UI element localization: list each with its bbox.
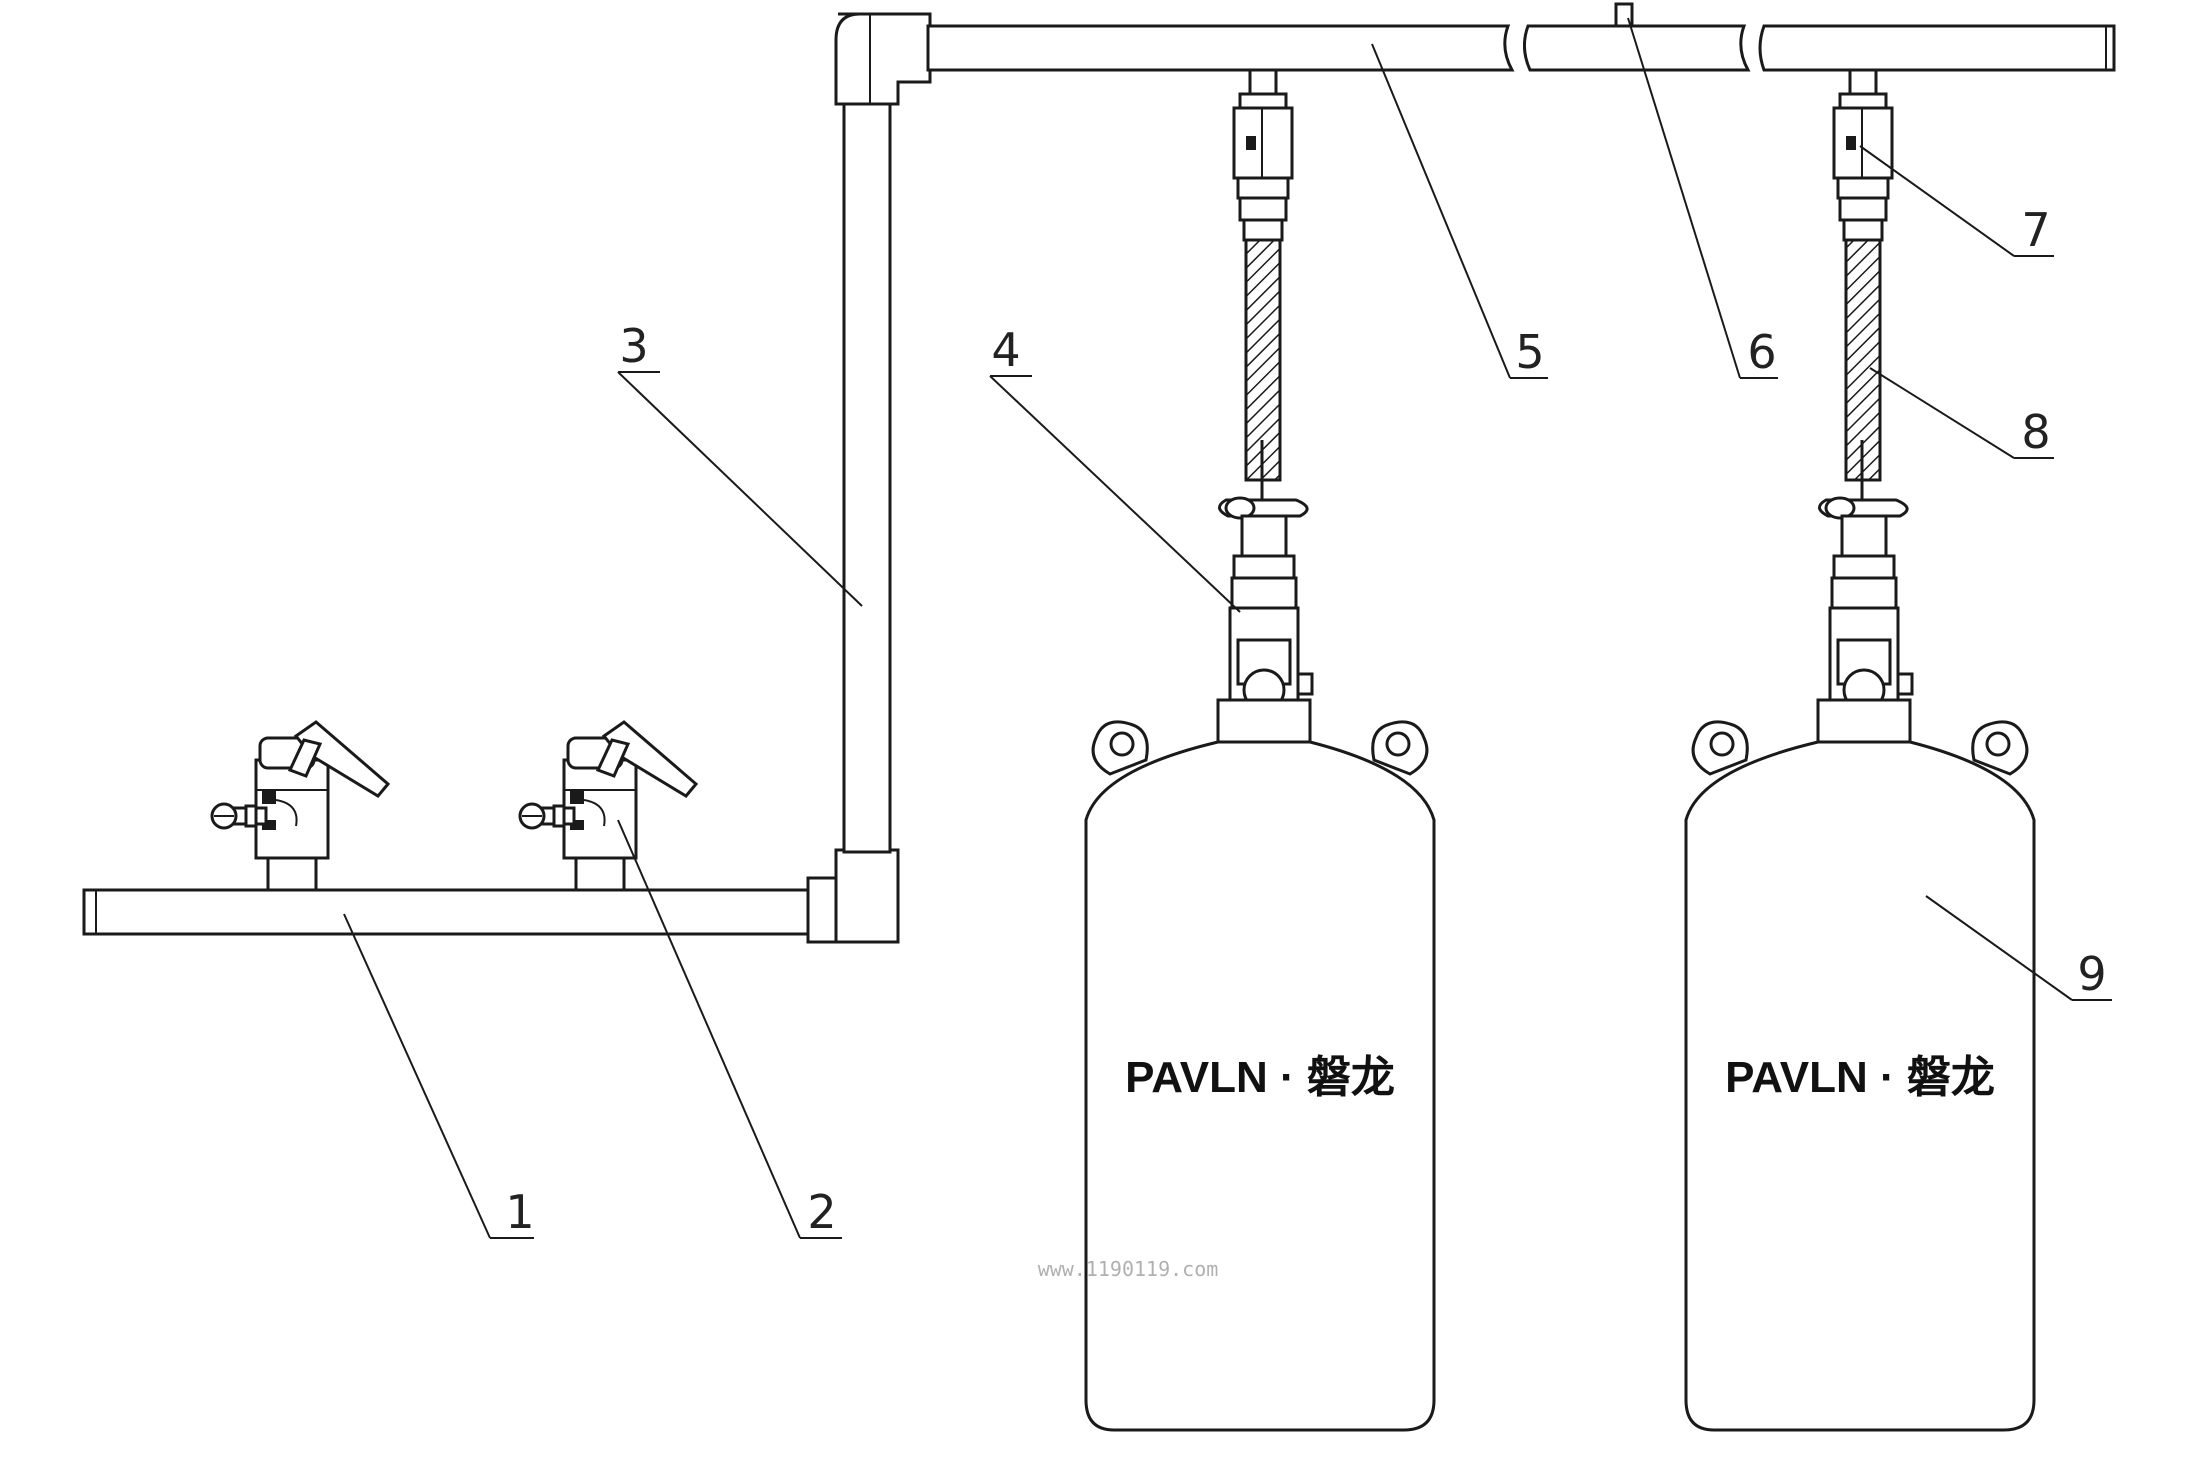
label-4: 4 [991, 323, 1020, 377]
label-5: 5 [1515, 325, 1544, 379]
leader-lines [343, 17, 2112, 1239]
upper-manifold-pipe [926, 24, 2116, 72]
cylinder-brand-label: PAVLN · 磐龙 [1125, 1053, 1395, 1102]
cylinder-brand-label: PAVLN · 磐龙 [1725, 1053, 1995, 1102]
label-9: 9 [2077, 947, 2106, 1001]
cylinder-assembly-right: PAVLN · 磐龙 [1684, 68, 2036, 1432]
part-number-labels: 1 2 3 4 5 6 7 8 9 [505, 203, 2106, 1239]
label-3: 3 [619, 319, 648, 373]
lower-horizontal-pipe [82, 888, 816, 936]
label-8: 8 [2021, 405, 2050, 459]
watermark-text: www.1190119.com [1038, 1257, 1219, 1281]
manual-valve-left [210, 720, 391, 892]
label-6: 6 [1747, 325, 1776, 379]
lower-elbow-fitting [806, 848, 900, 944]
lifting-lug-icon [1691, 720, 1749, 776]
upper-elbow-fitting [834, 12, 932, 106]
label-7: 7 [2021, 203, 2050, 257]
lifting-lug-icon [1091, 720, 1149, 776]
lifting-lug-icon [1371, 720, 1429, 776]
label-1: 1 [505, 1185, 534, 1239]
label-2: 2 [807, 1185, 836, 1239]
lifting-lug-icon [1971, 720, 2029, 776]
vertical-pipe [842, 102, 892, 854]
manual-valve-right [518, 720, 699, 892]
cylinder-assembly-left: PAVLN · 磐龙 [1084, 68, 1436, 1432]
